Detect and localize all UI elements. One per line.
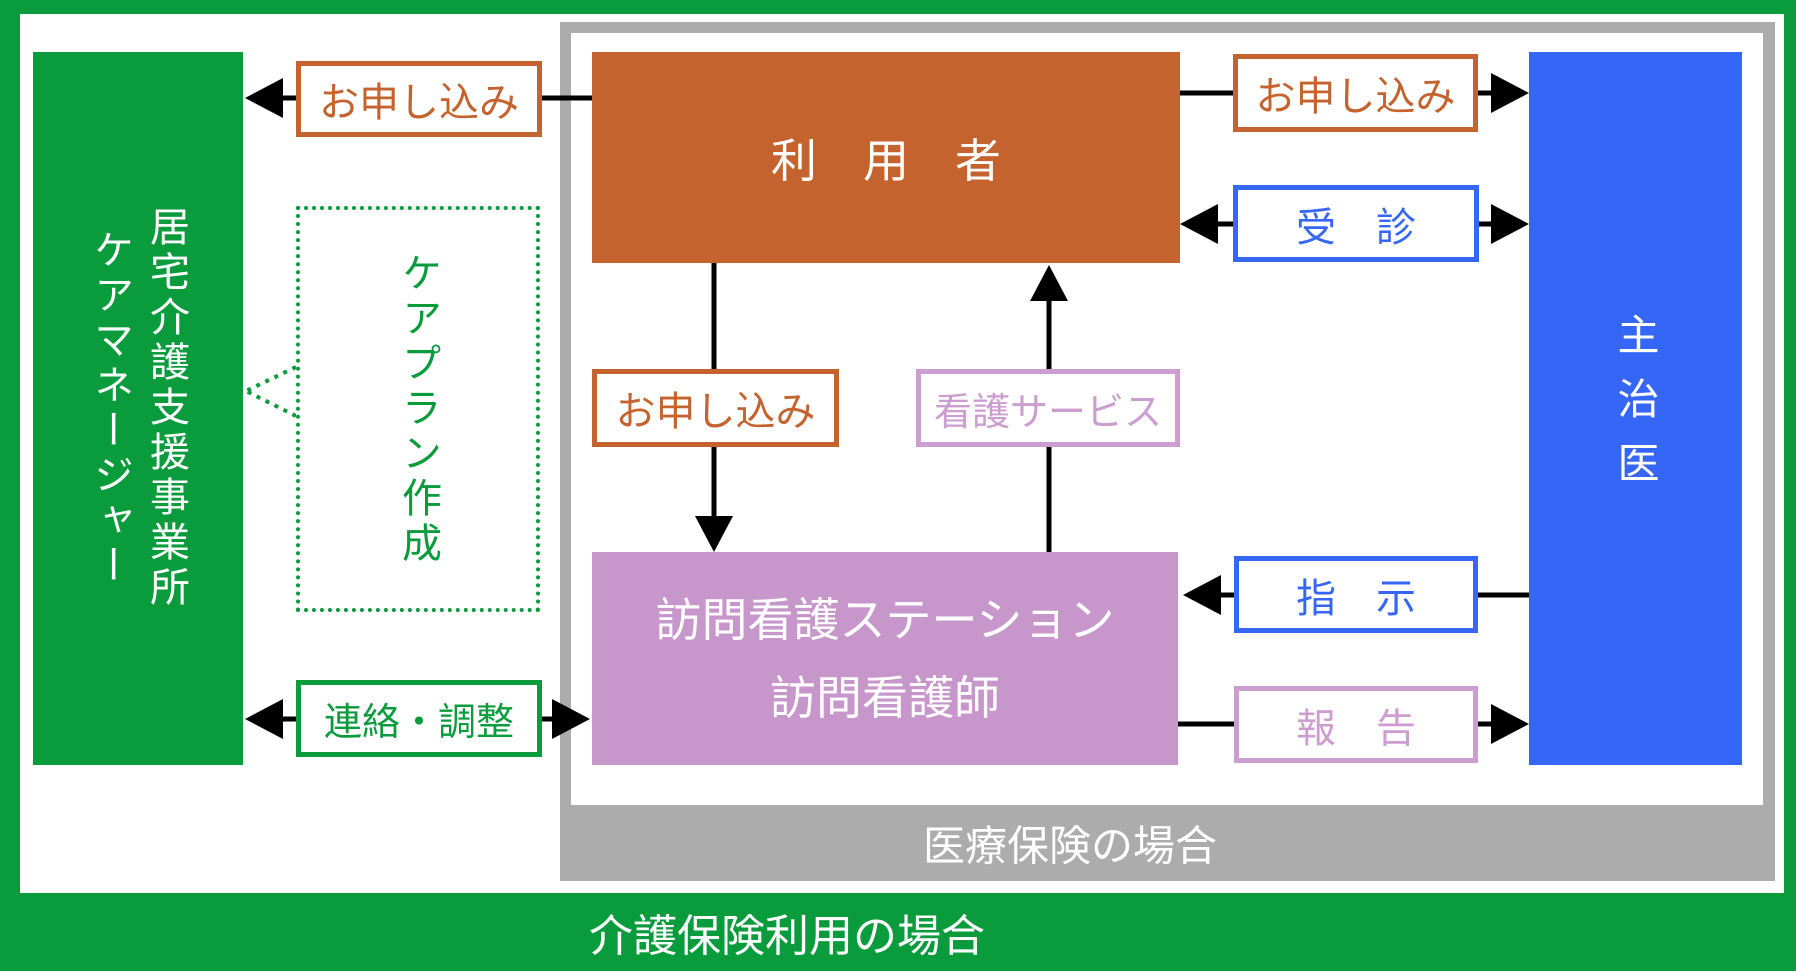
doctor-box: 主治医 (1529, 52, 1742, 765)
outer-border-top (0, 0, 1796, 14)
contact-label: 連絡・調整 (296, 680, 542, 757)
apply-label-mid: お申し込み (592, 369, 839, 447)
consult-label-text: 受 診 (1296, 205, 1416, 250)
care-plan-callout-pointer (245, 365, 297, 418)
medical-insurance-caption: 医療保険の場合 (922, 822, 1218, 870)
care-office-label: 居宅介護支援事業所 ケアマネージャー (88, 206, 188, 611)
nursing-service-label: 看護サービス (916, 369, 1180, 447)
care-plan-label: ケアプラン作成 (396, 251, 440, 567)
instruction-label-text: 指 示 (1296, 576, 1416, 621)
nursing-service-label-text: 看護サービス (933, 391, 1162, 434)
care-plan-box: ケアプラン作成 (296, 206, 540, 612)
consult-label: 受 診 (1233, 185, 1479, 262)
care-insurance-caption: 介護保険利用の場合 (589, 912, 985, 961)
nursing-station-label: 訪問看護ステーション 訪問看護師 (655, 593, 1115, 724)
care-office-box: 居宅介護支援事業所 ケアマネージャー (33, 52, 243, 765)
apply-label-top-right-text: お申し込み (1255, 75, 1456, 119)
doctor-label: 主治医 (1612, 312, 1659, 505)
user-label: 利 用 者 (771, 134, 1001, 187)
inner-border-top (560, 22, 1775, 33)
inner-border-left (560, 22, 571, 881)
apply-label-top-left: お申し込み (296, 61, 542, 137)
medical-insurance-band (560, 805, 1775, 881)
report-label: 報 告 (1234, 686, 1478, 763)
inner-border-right (1763, 22, 1775, 881)
instruction-label: 指 示 (1234, 556, 1478, 633)
apply-label-mid-text: お申し込み (615, 390, 816, 434)
report-label-text: 報 告 (1296, 706, 1416, 751)
contact-label-text: 連絡・調整 (323, 702, 514, 744)
apply-label-top-left-text: お申し込み (319, 81, 519, 125)
nursing-station-box: 訪問看護ステーション 訪問看護師 (592, 552, 1178, 765)
outer-border-left (0, 0, 20, 971)
apply-label-top-right: お申し込み (1233, 54, 1478, 132)
care-insurance-band (0, 893, 1796, 971)
user-box: 利 用 者 (592, 52, 1180, 263)
outer-border-right (1784, 0, 1796, 971)
